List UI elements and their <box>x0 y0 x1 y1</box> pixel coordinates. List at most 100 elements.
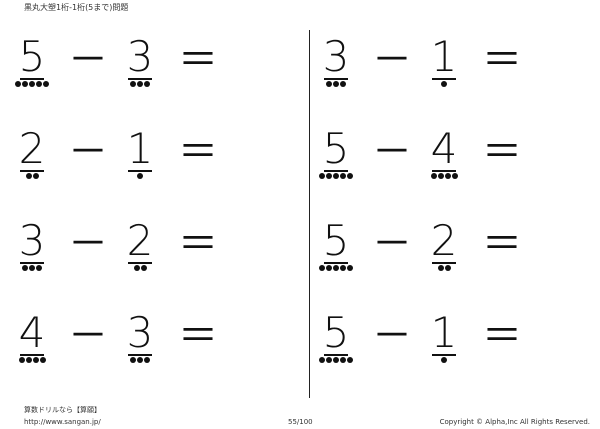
subtrahend: 1 <box>426 310 462 366</box>
minuend-dots <box>318 357 354 365</box>
minus-sign: － <box>372 129 412 175</box>
counting-dot <box>437 173 444 179</box>
equals-sign: ＝ <box>482 313 522 359</box>
counting-dot <box>333 357 339 363</box>
problem-1: 5 － 3 ＝ <box>0 34 260 90</box>
counting-dot <box>326 81 332 87</box>
counting-dot <box>333 265 339 271</box>
digit-underline <box>432 262 456 264</box>
footer-brand: 算数ドリルなら【算願】 <box>24 406 101 414</box>
subtrahend: 3 <box>122 34 158 90</box>
counting-dot <box>333 81 339 87</box>
digit-underline <box>20 170 44 172</box>
counting-dot <box>319 173 325 179</box>
problem-6: 5 － 2 ＝ <box>306 218 566 274</box>
minuend: 3 <box>14 218 50 274</box>
column-divider <box>309 30 310 398</box>
digit-underline <box>432 170 456 172</box>
problem-2: 3 － 1 ＝ <box>306 34 566 90</box>
equals-sign: ＝ <box>482 129 522 175</box>
subtrahend-dots <box>122 81 158 89</box>
subtrahend: 2 <box>122 218 158 274</box>
counting-dot <box>430 173 437 179</box>
counting-dot <box>18 357 25 363</box>
counting-dot <box>326 265 332 271</box>
page-title: 黒丸大塑1桁-1桁(5まで)問題 <box>24 3 129 12</box>
subtrahend-digit: 4 <box>430 124 458 173</box>
counting-dot <box>444 173 451 179</box>
problem-4: 5 － 4 ＝ <box>306 126 566 182</box>
minuend: 5 <box>318 310 354 366</box>
counting-dot <box>29 265 35 271</box>
minuend: 3 <box>318 34 354 90</box>
equals-sign: ＝ <box>178 129 218 175</box>
minuend-digit: 2 <box>18 124 46 173</box>
digit-underline <box>324 354 348 356</box>
counting-dot <box>29 81 35 87</box>
subtrahend: 1 <box>426 34 462 90</box>
equals-sign: ＝ <box>178 37 218 83</box>
counting-dot <box>133 265 140 271</box>
subtrahend-digit: 2 <box>126 216 154 265</box>
copyright: Copyright © Alpha,Inc All Rights Reserve… <box>439 418 590 426</box>
counting-dot <box>15 81 21 87</box>
counting-dot <box>144 81 150 87</box>
counting-dot <box>130 81 136 87</box>
footer-url[interactable]: http://www.sangan.jp/ <box>24 418 101 426</box>
equals-sign: ＝ <box>178 313 218 359</box>
subtrahend-dots <box>122 173 158 181</box>
digit-underline <box>432 354 456 356</box>
minuend-dots <box>318 81 354 89</box>
subtrahend-dots <box>122 357 158 365</box>
subtrahend-digit: 2 <box>430 216 458 265</box>
minuend-dots <box>318 265 354 273</box>
minus-sign: － <box>68 37 108 83</box>
digit-underline <box>324 78 348 80</box>
counting-dot <box>22 81 28 87</box>
counting-dot <box>340 265 346 271</box>
minuend-digit: 5 <box>322 124 350 173</box>
equals-sign: ＝ <box>178 221 218 267</box>
digit-underline <box>20 354 44 356</box>
counting-dot <box>137 357 143 363</box>
counting-dot <box>36 265 42 271</box>
equals-sign: ＝ <box>482 37 522 83</box>
counting-dot <box>36 81 42 87</box>
counting-dot <box>340 173 346 179</box>
minuend: 2 <box>14 126 50 182</box>
minus-sign: － <box>372 313 412 359</box>
counting-dot <box>137 81 143 87</box>
counting-dot <box>39 357 46 363</box>
subtrahend-dots <box>426 81 462 89</box>
minus-sign: － <box>68 221 108 267</box>
minus-sign: － <box>68 129 108 175</box>
subtrahend-digit: 1 <box>430 308 458 357</box>
counting-dot <box>137 173 143 179</box>
counting-dot <box>144 357 150 363</box>
subtrahend-digit: 1 <box>430 32 458 81</box>
subtrahend-digit: 1 <box>126 124 154 173</box>
counting-dot <box>326 173 332 179</box>
counting-dot <box>340 357 346 363</box>
counting-dot <box>130 357 136 363</box>
counting-dot <box>32 173 39 179</box>
counting-dot <box>319 265 325 271</box>
subtrahend-dots <box>426 173 462 181</box>
minuend: 4 <box>14 310 50 366</box>
counting-dot <box>441 81 447 87</box>
problem-7: 4 － 3 ＝ <box>0 310 260 366</box>
counting-dot <box>347 265 353 271</box>
counting-dot <box>347 357 353 363</box>
digit-underline <box>20 78 44 80</box>
minuend-dots <box>14 81 50 89</box>
counting-dot <box>441 357 447 363</box>
minuend-digit: 5 <box>322 308 350 357</box>
minus-sign: － <box>372 37 412 83</box>
minuend-digit: 3 <box>322 32 350 81</box>
digit-underline <box>324 170 348 172</box>
page-number: 55/100 <box>288 418 313 426</box>
counting-dot <box>347 173 353 179</box>
minuend-digit: 5 <box>18 32 46 81</box>
minuend-digit: 3 <box>18 216 46 265</box>
counting-dot <box>43 81 49 87</box>
